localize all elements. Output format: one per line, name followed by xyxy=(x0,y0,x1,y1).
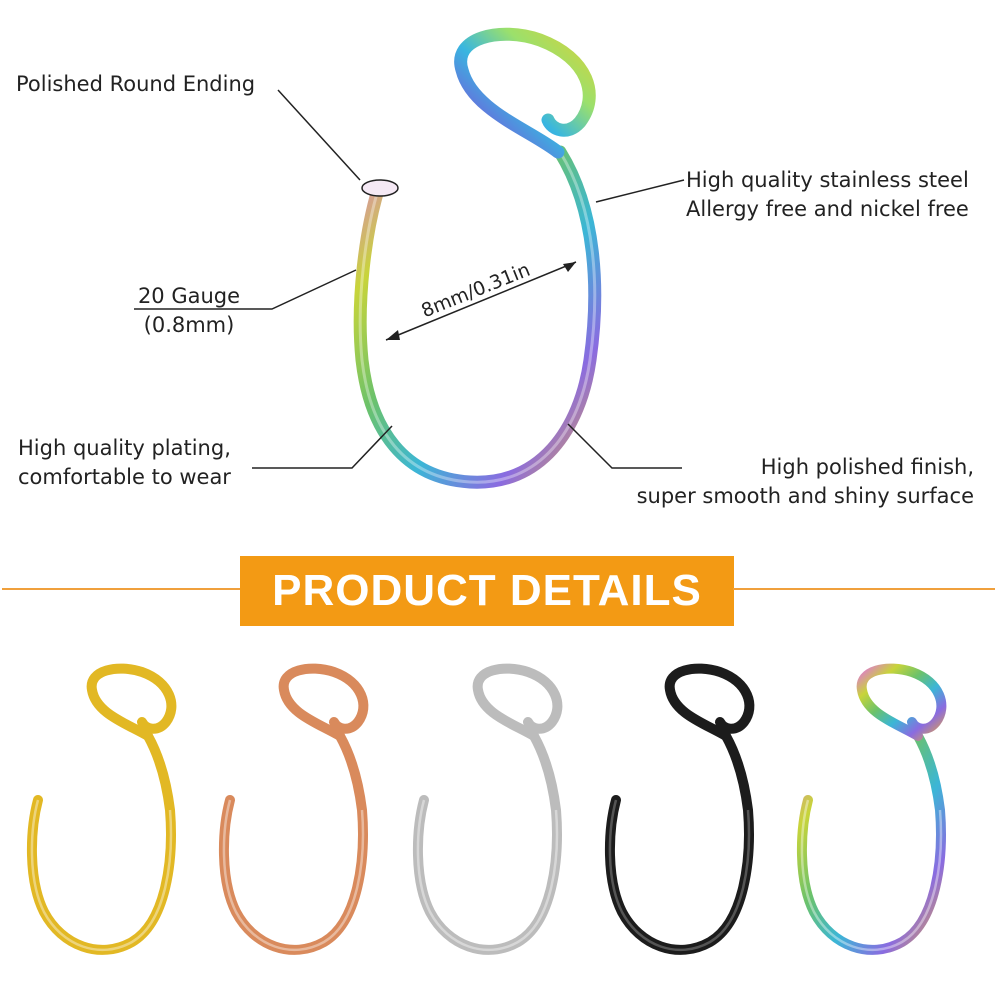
diameter-label: 8mm/0.31in xyxy=(418,259,533,323)
annotation-steel-line2: Allergy free and nickel free xyxy=(686,197,969,221)
hero-ring-illustration: 8mm/0.31in xyxy=(134,27,685,489)
leader-polished xyxy=(277,89,361,181)
annotation-plating: High quality plating, comfortable to wea… xyxy=(18,434,231,492)
product-details-banner: PRODUCT DETAILS xyxy=(240,556,734,626)
divider-right xyxy=(733,588,995,590)
polished-ending-marker xyxy=(361,179,399,197)
leader-plating xyxy=(252,425,393,469)
annotation-plating-line2: comfortable to wear xyxy=(18,465,231,489)
annotation-finish-line2: super smooth and shiny surface xyxy=(636,484,974,508)
hero-ring-body xyxy=(353,145,602,489)
annotation-steel-line1: High quality stainless steel xyxy=(686,168,969,192)
diameter-arrow xyxy=(385,261,577,341)
annotation-stainless-steel: High quality stainless steel Allergy fre… xyxy=(686,166,969,224)
annotation-gauge-line1: 20 Gauge xyxy=(137,284,241,308)
variant-ring-rose-gold xyxy=(218,663,369,955)
leader-steel xyxy=(595,179,685,203)
annotation-finish: High polished finish, super smooth and s… xyxy=(624,453,974,511)
hero-ring-loop xyxy=(454,27,596,159)
annotation-finish-line1: High polished finish, xyxy=(760,455,974,479)
leader-gauge xyxy=(134,269,357,310)
annotation-polished-text: Polished Round Ending xyxy=(16,72,256,96)
annotation-polished-ending: Polished Round Ending xyxy=(16,70,255,99)
annotation-gauge-line2: (0.8mm) xyxy=(143,313,235,337)
variant-ring-rainbow xyxy=(796,663,947,955)
annotation-plating-line1: High quality plating, xyxy=(18,436,231,460)
annotation-gauge: 20 Gauge (0.8mm) xyxy=(133,282,245,340)
leader-finish xyxy=(567,423,682,469)
variant-ring-silver xyxy=(412,663,563,955)
variant-rings xyxy=(26,663,947,955)
divider-left xyxy=(2,588,242,590)
variant-ring-gold xyxy=(26,663,177,955)
variant-ring-black xyxy=(604,663,755,955)
